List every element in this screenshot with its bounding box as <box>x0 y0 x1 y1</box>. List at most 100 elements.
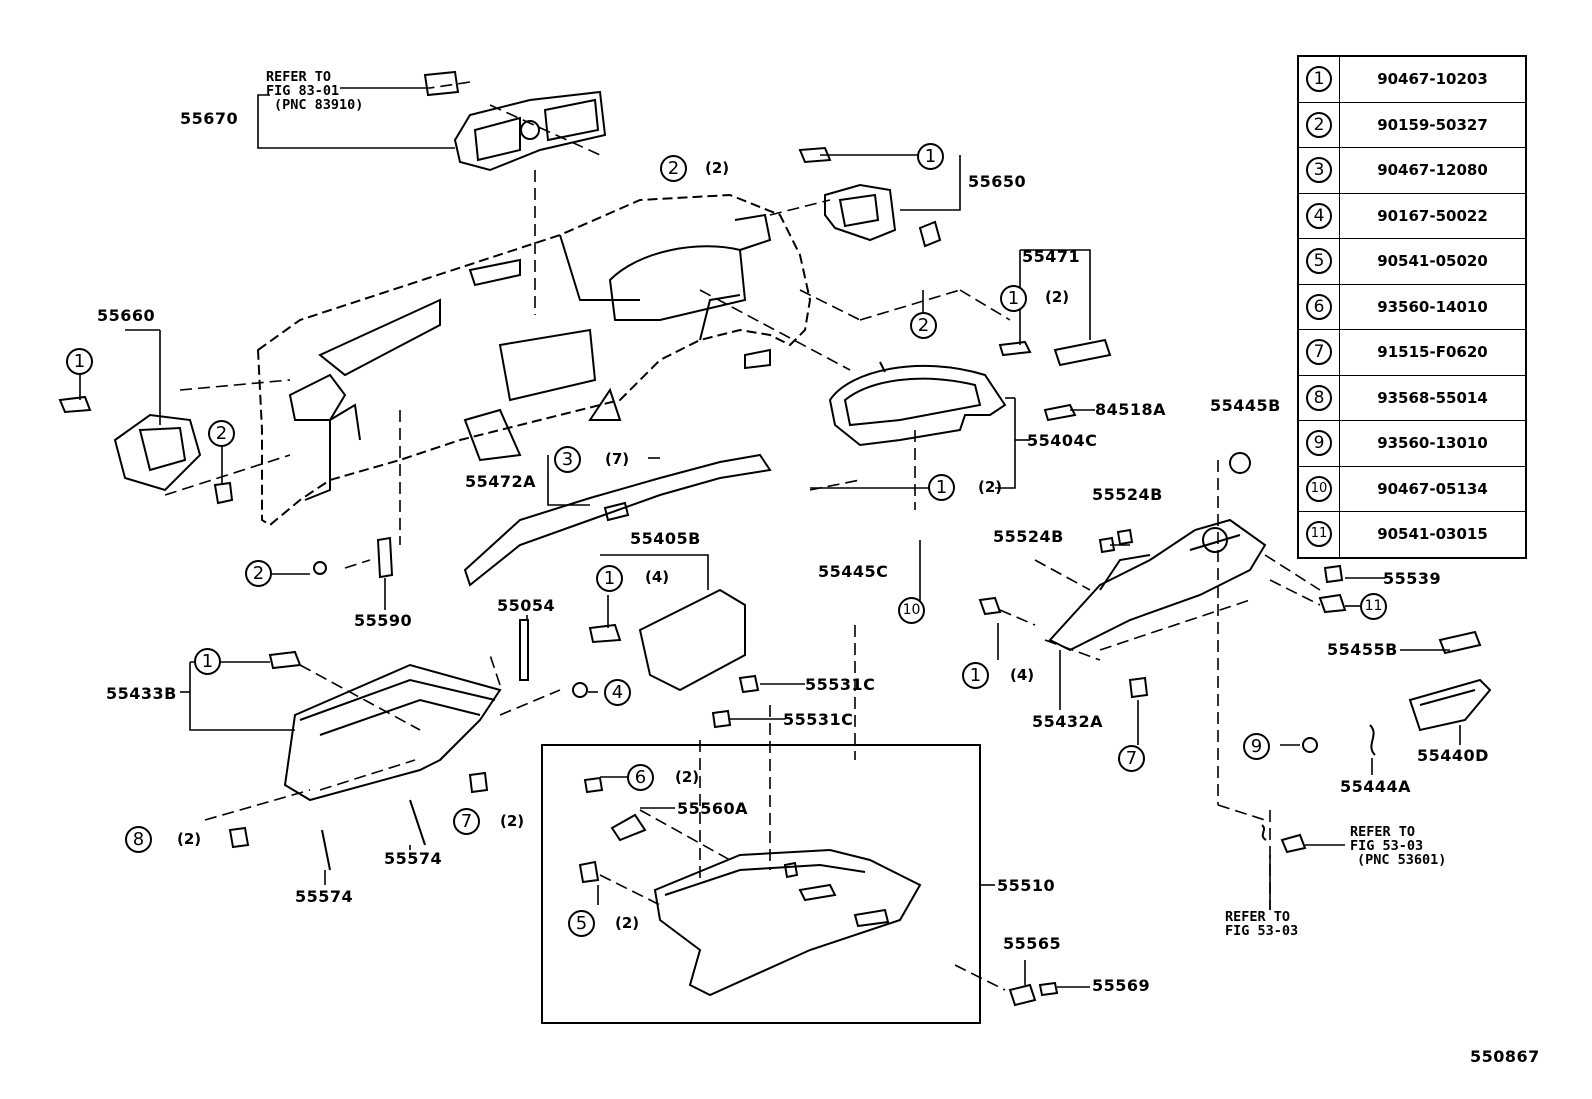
part-table-ref-circle: 5 <box>1306 248 1332 275</box>
part-label-55660: 55660 <box>97 306 156 325</box>
left-vent <box>113 413 202 492</box>
quantity-1-55404C: (2) <box>978 478 1003 496</box>
part-label-84518A: 84518A <box>1095 400 1167 419</box>
reference-note-53-03-line2: FIG 53-03 <box>1350 838 1424 854</box>
trim-strip <box>463 453 772 587</box>
part-table-row: 7 91515-F0620 <box>1297 329 1527 376</box>
part-table-ref-cell: 4 <box>1297 192 1340 239</box>
lower-frame <box>1048 518 1267 652</box>
part-label-55510: 55510 <box>997 876 1056 895</box>
part-table-ref-cell: 11 <box>1297 511 1340 558</box>
callout-circle-4: 4 <box>604 679 631 706</box>
part-table-number-cell: 93560-14010 <box>1339 283 1527 330</box>
part-table-ref-cell: 10 <box>1297 465 1340 512</box>
meter-bezel <box>828 364 1007 447</box>
callout-circle-2-mid: 2 <box>910 312 937 339</box>
part-table-row: 8 93568-55014 <box>1297 374 1527 421</box>
callout-circle-9: 9 <box>1243 733 1270 760</box>
part-label-55405B: 55405B <box>630 529 701 548</box>
callout-circle-8: 8 <box>125 826 152 853</box>
part-label-55445C: 55445C <box>818 562 889 581</box>
callout-circle-2-55660: 2 <box>208 420 235 447</box>
part-table-number-cell: 90167-50022 <box>1339 192 1527 239</box>
lower-panel <box>638 588 746 692</box>
part-label-55471: 55471 <box>1022 247 1081 266</box>
quantity-7-left: (2) <box>500 812 525 830</box>
callout-circle-5: 5 <box>568 910 595 937</box>
callout-circle-1-55404C: 1 <box>928 474 955 501</box>
callout-circle-6: 6 <box>627 764 654 791</box>
part-label-55404C: 55404C <box>1027 431 1098 450</box>
part-table-ref-circle: 7 <box>1306 339 1332 366</box>
part-label-55650: 55650 <box>968 172 1027 191</box>
part-label-55524B-left: 55524B <box>993 527 1064 546</box>
callout-circle-7-right: 7 <box>1118 745 1145 772</box>
part-label-55472A: 55472A <box>465 472 537 491</box>
quantity-8: (2) <box>177 830 202 848</box>
part-table-ref-cell: 8 <box>1297 374 1340 421</box>
part-label-55539: 55539 <box>1383 569 1442 588</box>
part-label-55531C-lower: 55531C <box>783 710 854 729</box>
part-table-number-cell: 93568-55014 <box>1339 374 1527 421</box>
part-label-55531C-upper: 55531C <box>805 675 876 694</box>
part-label-55560A: 55560A <box>677 799 749 818</box>
callout-circle-1-55650: 1 <box>917 143 944 170</box>
callout-circle-2-55590: 2 <box>245 560 272 587</box>
part-label-55440D: 55440D <box>1417 746 1489 765</box>
callout-circle-10: 10 <box>898 597 925 624</box>
part-table-ref-circle: 2 <box>1306 111 1332 138</box>
part-table-ref-cell: 1 <box>1297 55 1340 103</box>
part-table-ref-circle: 9 <box>1306 430 1332 457</box>
quantity-1-55471: (2) <box>1045 288 1070 306</box>
part-table-row: 2 90159-50327 <box>1297 101 1527 148</box>
callout-circle-11: 11 <box>1360 593 1387 620</box>
callout-circle-2-55670: 2 <box>660 155 687 182</box>
part-table-number-cell: 90467-05134 <box>1339 465 1527 512</box>
part-table-row: 4 90167-50022 <box>1297 192 1527 239</box>
part-table-row: 6 93560-14010 <box>1297 283 1527 330</box>
part-table-ref-cell: 5 <box>1297 238 1340 285</box>
part-table-ref-cell: 3 <box>1297 147 1340 194</box>
part-label-55444A: 55444A <box>1340 777 1412 796</box>
glovebox-frame <box>283 663 502 802</box>
figure-number: 550867 <box>1470 1047 1540 1066</box>
handle-box <box>1408 678 1492 732</box>
callout-circle-1-55471: 1 <box>1000 285 1027 312</box>
part-table-ref-cell: 2 <box>1297 101 1340 148</box>
part-table-ref-circle: 6 <box>1306 293 1332 320</box>
reference-note-83-01-line3: (PNC 83910) <box>274 97 364 113</box>
part-table-number-cell: 91515-F0620 <box>1339 329 1527 376</box>
quantity-3: (7) <box>605 450 630 468</box>
reference-note-83-01-line1: REFER TO <box>266 69 332 85</box>
part-table-ref-cell: 7 <box>1297 329 1340 376</box>
part-label-55670: 55670 <box>180 109 239 128</box>
reference-note-53-03-line1: REFER TO <box>1350 824 1416 840</box>
quantity-1-55432A: (4) <box>1010 666 1035 684</box>
glovebox-door <box>653 848 922 997</box>
part-table-ref-cell: 9 <box>1297 420 1340 467</box>
part-label-55054: 55054 <box>497 596 556 615</box>
part-table-ref-circle: 4 <box>1306 202 1332 229</box>
part-table-ref-cell: 6 <box>1297 283 1340 330</box>
part-label-55565: 55565 <box>1003 934 1062 953</box>
callout-circle-1-55433B: 1 <box>194 648 221 675</box>
callout-circle-1-55660: 1 <box>66 348 93 375</box>
part-label-55524B-top: 55524B <box>1092 485 1163 504</box>
part-label-55569: 55569 <box>1092 976 1151 995</box>
center-vent <box>453 90 607 172</box>
callout-circle-1-55432A: 1 <box>962 662 989 689</box>
part-label-55455B: 55455B <box>1327 640 1398 659</box>
reference-note-53-03b-line2: FIG 53-03 <box>1225 923 1299 939</box>
part-label-55574-right: 55574 <box>384 849 443 868</box>
part-table-ref-circle: 8 <box>1306 384 1332 411</box>
part-table-number-cell: 90159-50327 <box>1339 101 1527 148</box>
right-vent <box>824 183 897 242</box>
callout-circle-1-55405B: 1 <box>596 565 623 592</box>
part-table-ref-circle: 3 <box>1306 157 1332 184</box>
quantity-2-55670: (2) <box>705 159 730 177</box>
